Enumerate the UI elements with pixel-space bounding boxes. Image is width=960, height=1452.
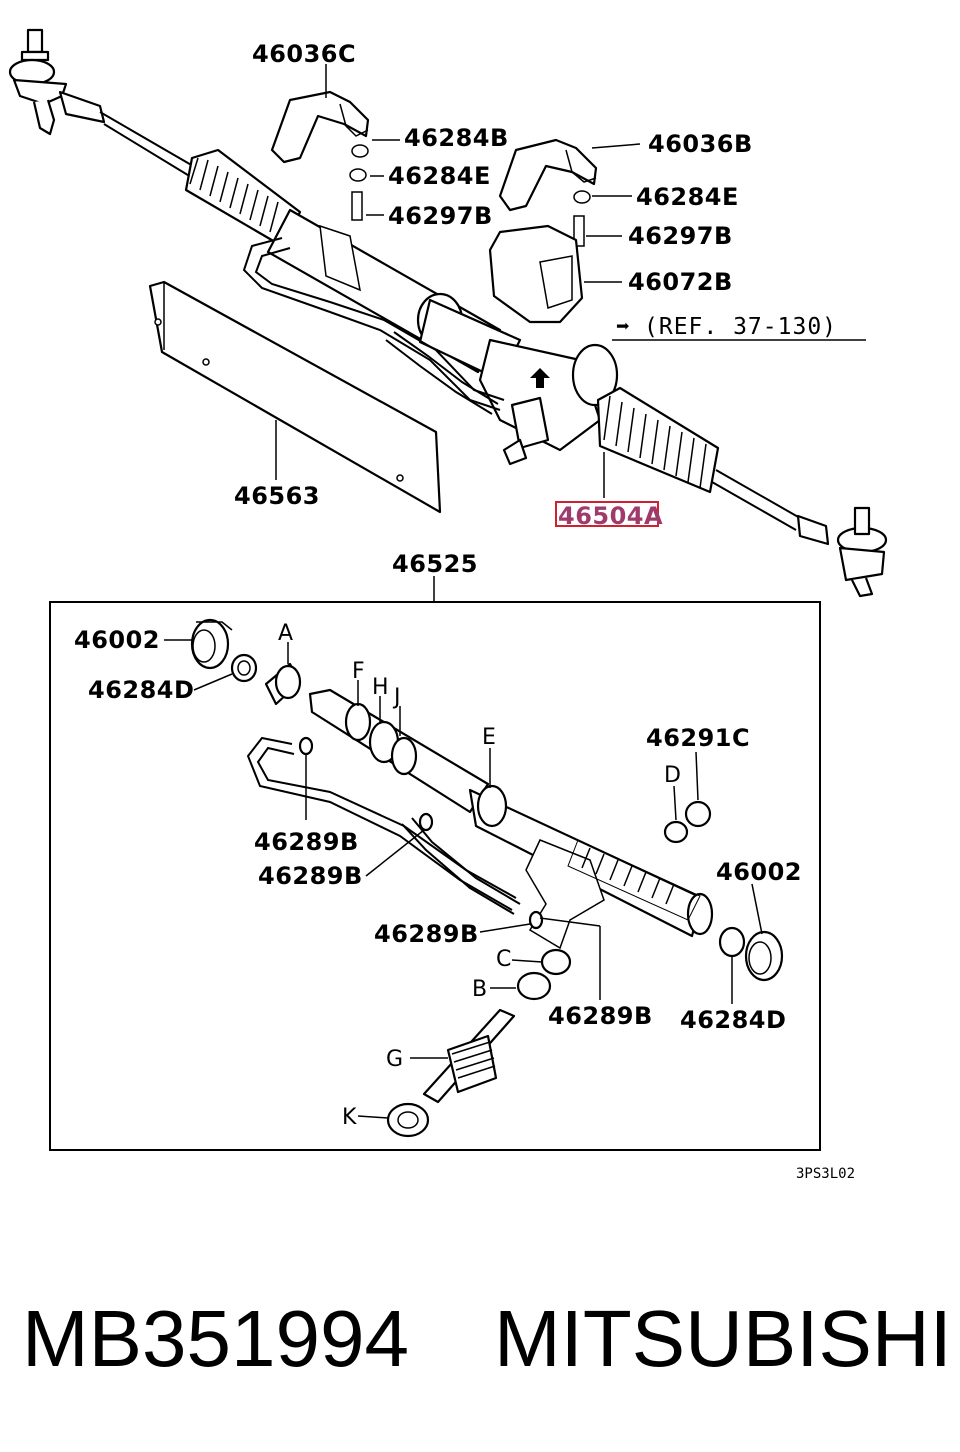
drawing-code: 3PS3L02 bbox=[796, 1166, 855, 1182]
label-h: H bbox=[372, 675, 389, 700]
clamp-right bbox=[744, 930, 784, 982]
heat-shield bbox=[148, 280, 442, 514]
label-rack-assembly[interactable]: 46504A bbox=[558, 502, 663, 530]
label-washer-left: 46284E bbox=[388, 162, 491, 190]
ring-left bbox=[230, 653, 258, 683]
part-number: MB351994 bbox=[22, 1294, 409, 1383]
label-oring-3: 46289B bbox=[374, 920, 479, 948]
brand-name: MITSUBISHI bbox=[494, 1294, 952, 1383]
rack-housing bbox=[266, 208, 619, 466]
label-ring-left: 46284D bbox=[88, 676, 194, 704]
label-oring-4: 46289B bbox=[548, 1002, 653, 1030]
seal-c bbox=[540, 948, 572, 976]
pinion-shaft bbox=[422, 1008, 516, 1104]
oring-2 bbox=[418, 812, 434, 832]
label-a: A bbox=[278, 621, 293, 646]
tie-rod-end-right bbox=[796, 506, 888, 598]
label-d: D bbox=[664, 763, 681, 788]
washer-d bbox=[663, 820, 689, 844]
label-k: K bbox=[342, 1105, 357, 1130]
label-nut-left: 46284B bbox=[404, 124, 509, 152]
label-rubber-mount: 46072B bbox=[628, 268, 733, 296]
label-f: F bbox=[352, 659, 365, 684]
arrow-icon: ➡ bbox=[616, 314, 631, 340]
label-bolt-right: 46297B bbox=[628, 222, 733, 250]
oring-1 bbox=[298, 736, 314, 756]
seal-b bbox=[516, 971, 552, 1001]
label-j: J bbox=[392, 685, 401, 710]
label-b: B bbox=[472, 977, 487, 1002]
nut-46291c bbox=[684, 800, 712, 828]
oring-3 bbox=[528, 910, 544, 930]
label-clamp-right: 46002 bbox=[716, 858, 802, 886]
label-bolt-left: 46297B bbox=[388, 202, 493, 230]
kit-frame bbox=[49, 601, 821, 1151]
bracket-right bbox=[498, 138, 598, 212]
seal-k bbox=[386, 1102, 430, 1138]
ring-right bbox=[718, 926, 746, 958]
label-kit: 46525 bbox=[392, 550, 478, 578]
hydraulic-lines bbox=[242, 237, 505, 415]
label-e: E bbox=[482, 725, 496, 750]
label-g: G bbox=[386, 1047, 403, 1072]
highlight-box bbox=[555, 501, 659, 527]
bracket-left bbox=[270, 90, 370, 164]
bearing-a bbox=[264, 662, 302, 706]
label-oring-2: 46289B bbox=[258, 862, 363, 890]
label-bracket-right: 46036B bbox=[648, 130, 753, 158]
label-bracket-left: 46036C bbox=[252, 40, 356, 68]
label-reference: (REF. 37-130) bbox=[644, 314, 837, 340]
rubber-mount bbox=[488, 224, 584, 324]
label-nut-kit: 46291C bbox=[646, 724, 750, 752]
label-clamp-left: 46002 bbox=[74, 626, 160, 654]
label-washer-right: 46284E bbox=[636, 183, 739, 211]
boot-right bbox=[596, 386, 720, 494]
tie-rod-end-left bbox=[8, 28, 106, 136]
label-oring-1: 46289B bbox=[254, 828, 359, 856]
leader-lines-kit bbox=[164, 639, 763, 1119]
label-c: C bbox=[496, 947, 511, 972]
label-heat-shield: 46563 bbox=[234, 482, 320, 510]
label-ring-right: 46284D bbox=[680, 1006, 786, 1034]
clamp-left bbox=[190, 618, 233, 670]
leader-lines-upper bbox=[275, 64, 866, 602]
seals-fhj bbox=[344, 702, 418, 776]
